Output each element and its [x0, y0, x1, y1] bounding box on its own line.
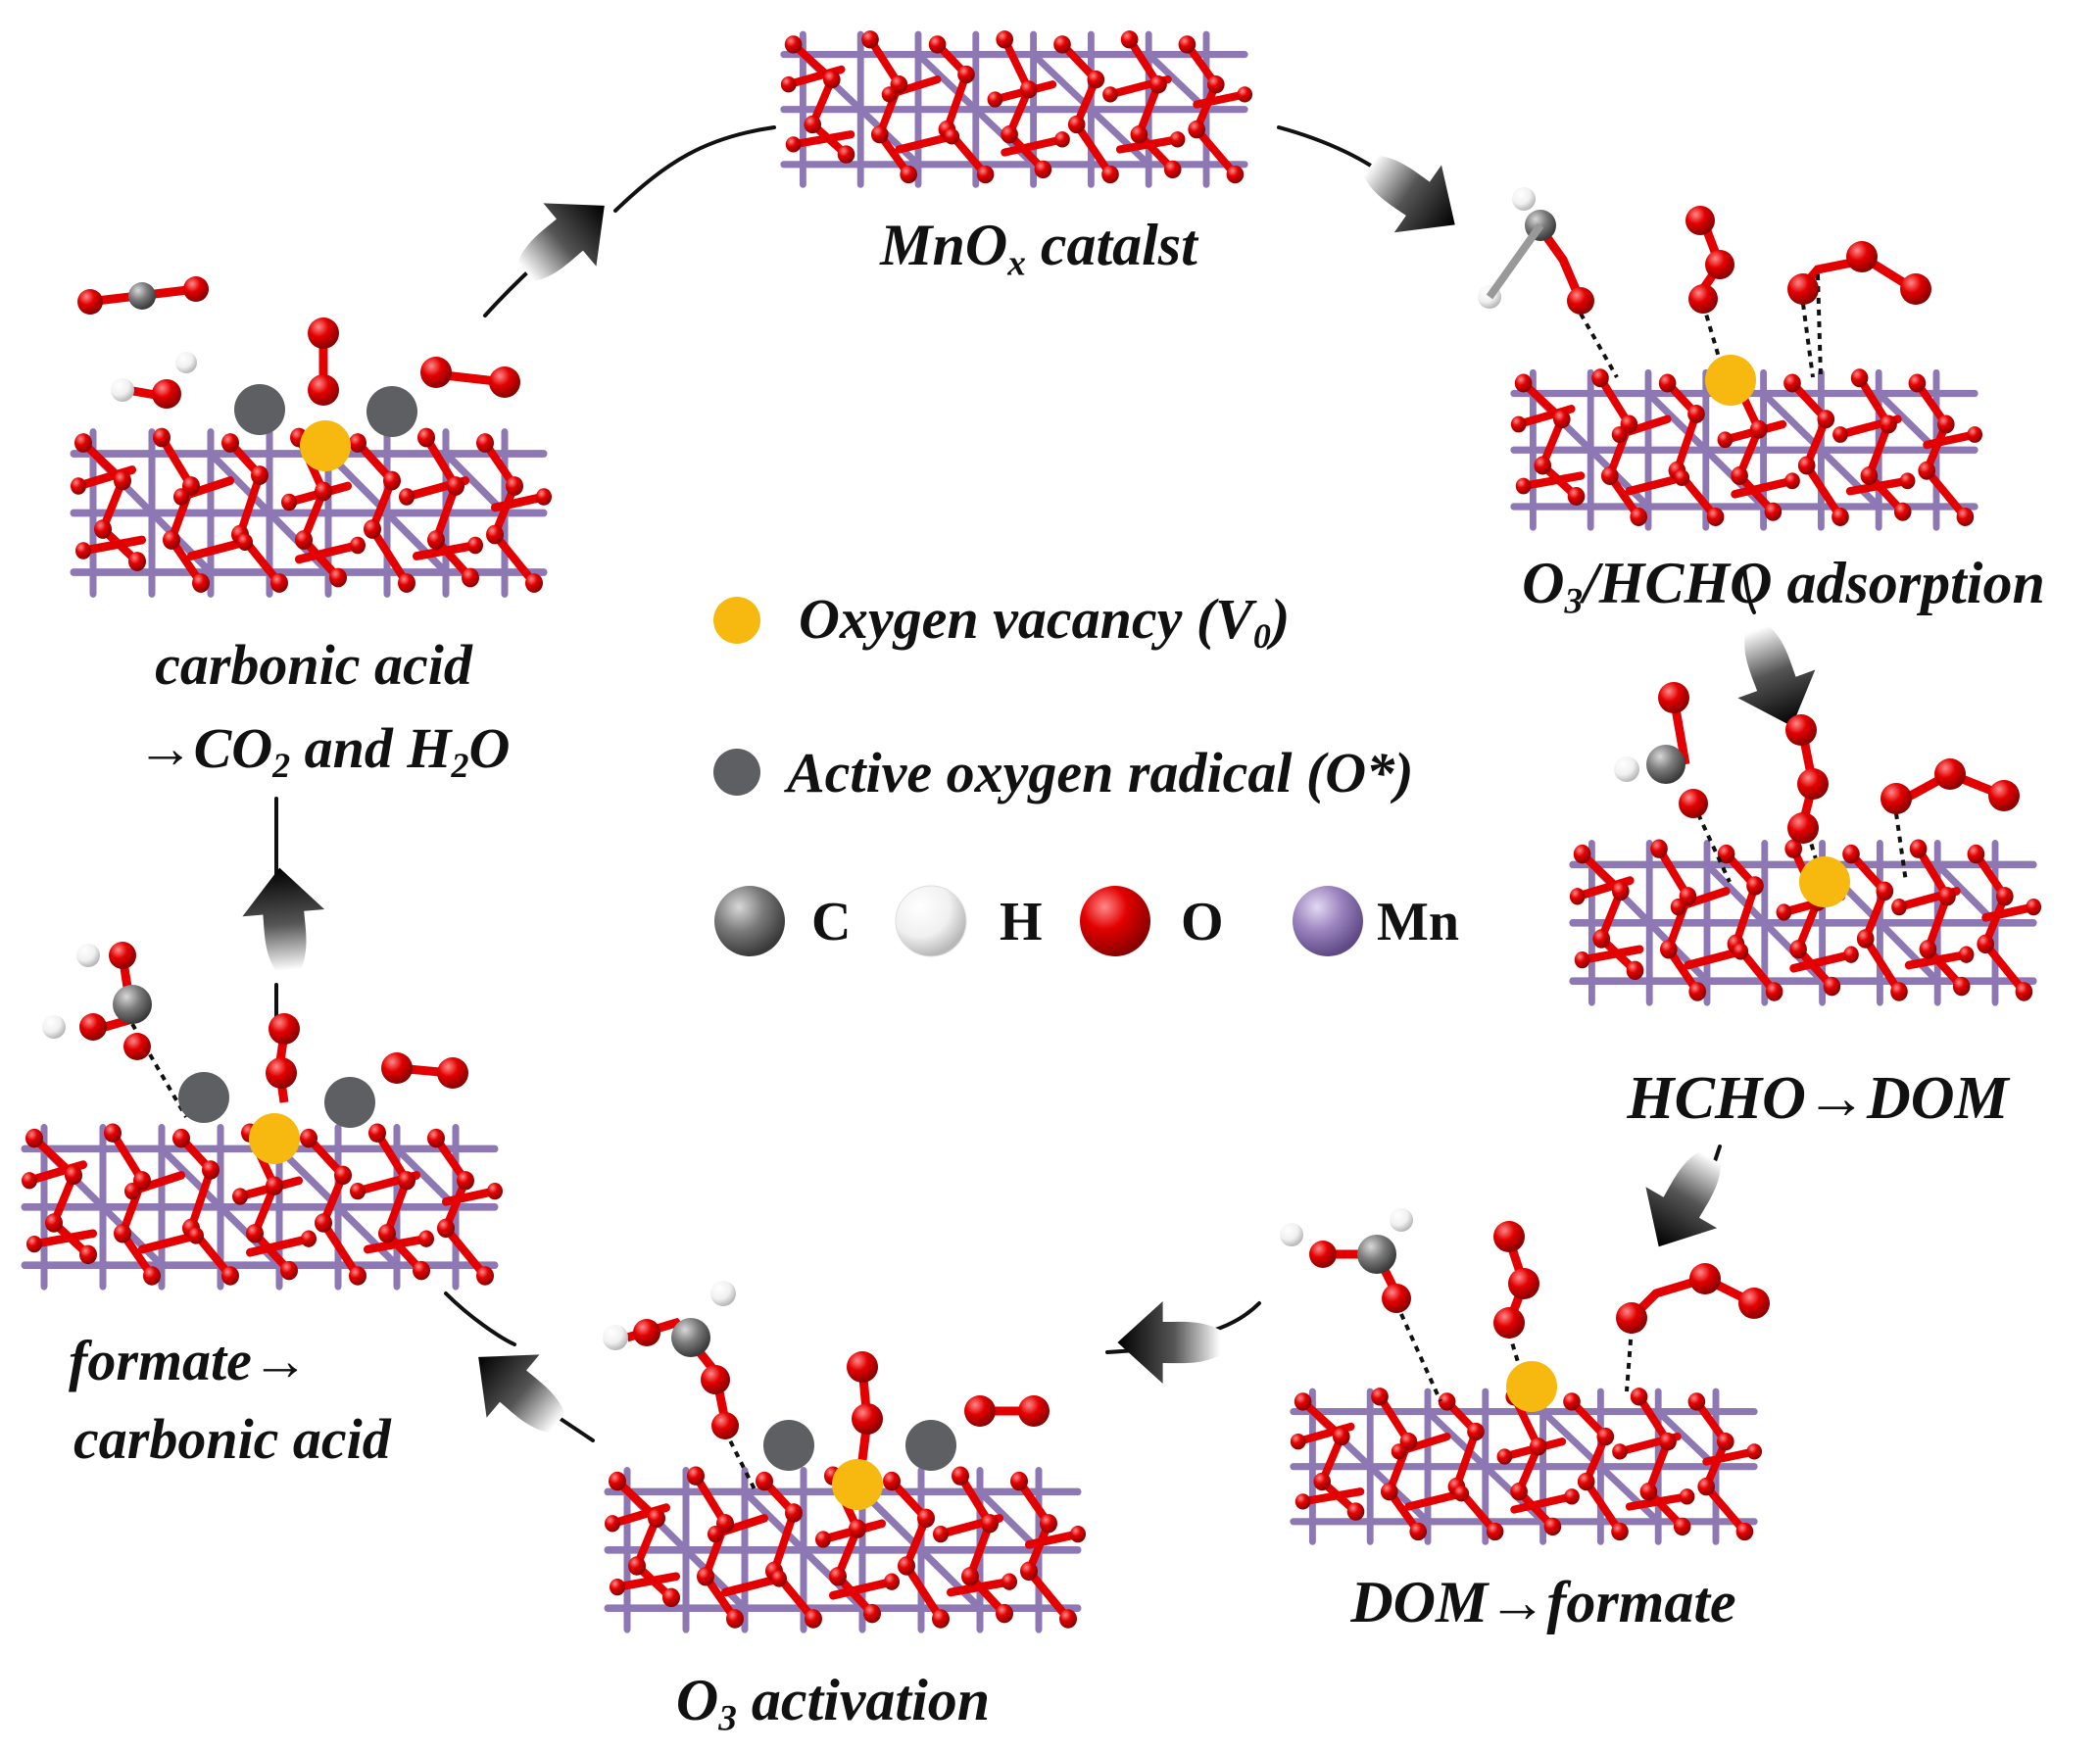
label-catalyst: MnOx catalst: [880, 213, 1197, 284]
arrow-catalyst-to-adsorption: [1346, 131, 1479, 259]
legend: [713, 597, 1363, 957]
stage-dom-formate-structure: [1280, 1208, 1770, 1551]
label-adsorption: O3/HCHO adsorption: [1522, 551, 2045, 622]
stage-formate-carbonic-structure: [15, 942, 505, 1297]
legend-carbon-swatch: [714, 886, 785, 956]
legend-hydrogen-swatch: [895, 885, 967, 957]
label-dom-formate: DOM→formate: [1350, 1570, 1736, 1634]
legend-radical-swatch: [713, 749, 760, 796]
label-carbonic-co2-line2: →CO2 and H2O: [136, 716, 511, 786]
stage-activation-structure: [598, 1281, 1088, 1640]
legend-oxygen-label: O: [1181, 892, 1224, 952]
legend-radical-label: Active oxygen radical (O*): [787, 741, 1414, 804]
legend-carbon-label: C: [811, 892, 852, 952]
stage-adsorption-structure: [1478, 187, 1984, 538]
arrow-dom-formate-to-activation: [1117, 1301, 1221, 1384]
legend-vacancy-swatch: [713, 597, 760, 644]
oxygen-vacancy-marker: [1705, 355, 1756, 406]
label-carbonic-co2-line1: carbonic acid: [155, 633, 472, 697]
arrow-activation-to-formate: [452, 1325, 584, 1455]
legend-manganese-swatch: [1293, 886, 1363, 956]
stage-carbonic-co2-structure: [64, 276, 554, 605]
label-formate-carbonic-line1: formate→: [69, 1329, 309, 1392]
label-activation: O3 activation: [675, 1668, 991, 1739]
legend-oxygen-swatch: [1080, 886, 1150, 956]
legend-manganese-label: Mn: [1377, 892, 1459, 952]
arrow-carbonic-to-catalyst: [499, 173, 631, 304]
legend-vacancy-label: Oxygen vacancy (V0): [799, 587, 1291, 657]
stage-hcho-dom-structure: [1563, 682, 2043, 1013]
legend-hydrogen-label: H: [1000, 892, 1043, 952]
arrow-hcho-dom-to-dom-formate: [1623, 1137, 1746, 1268]
label-formate-carbonic-line2: carbonic acid: [73, 1407, 391, 1471]
label-hcho-dom: HCHO→DOM: [1627, 1065, 2009, 1132]
stage-catalyst-structure: [774, 24, 1254, 194]
arrow-formate-to-carbonic: [238, 863, 330, 974]
